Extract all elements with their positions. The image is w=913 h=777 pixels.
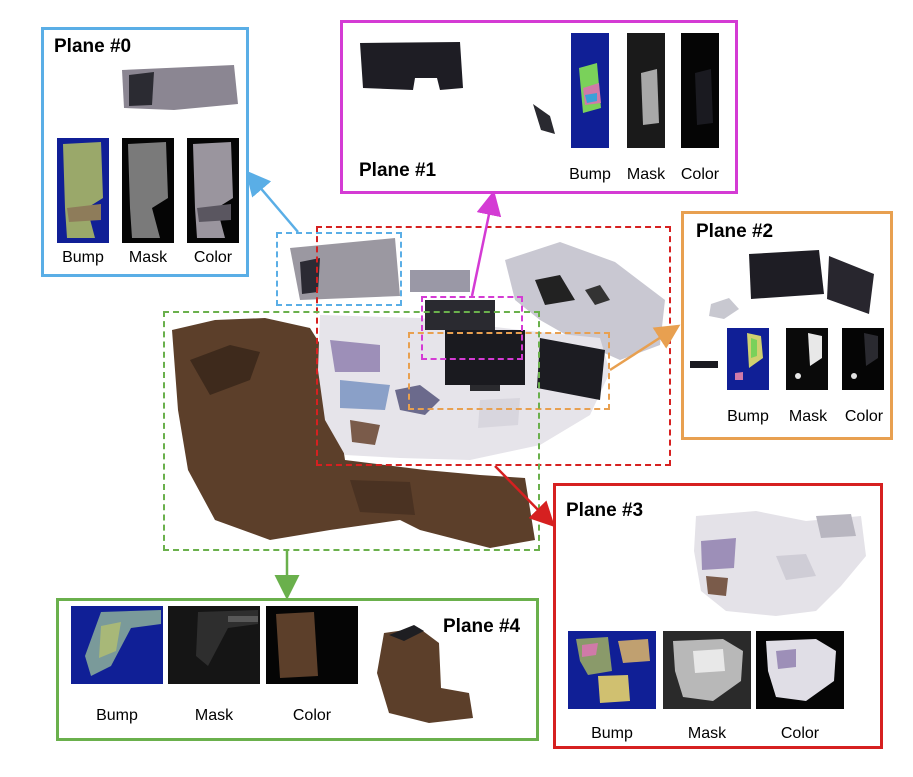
plane2-patch <box>709 250 874 319</box>
plane4-region-box <box>163 311 540 551</box>
scene-desk <box>318 315 610 460</box>
plane1-color-caption: Color <box>680 166 720 183</box>
plane4-panel: Bump Mask Color Plane #4 <box>56 598 539 741</box>
plane2-mask-thumb <box>786 328 828 390</box>
scene-monitor-right <box>537 338 605 400</box>
plane3-bump-caption: Bump <box>591 725 633 742</box>
plane4-bump-thumb <box>71 606 163 684</box>
plane2-title: Plane #2 <box>696 221 774 242</box>
plane3-mask-thumb <box>663 631 751 709</box>
plane0-mask-thumb <box>122 138 174 243</box>
scene-floor <box>172 318 535 548</box>
plane0-bump-thumb <box>57 138 109 243</box>
plane0-color-caption: Color <box>193 249 233 266</box>
plane1-panel: Plane #1 Bump Mask Color <box>340 20 738 194</box>
plane3-title: Plane #3 <box>566 500 644 521</box>
plane1-region-box <box>421 296 523 360</box>
plane3-mask-caption: Mask <box>687 725 727 742</box>
plane1-patch <box>360 42 555 134</box>
plane0-color-thumb <box>187 138 239 243</box>
plane0-mask-caption: Mask <box>128 249 168 266</box>
plane0-panel: Plane #0 Bump Mask Color <box>41 27 249 277</box>
plane2-color-thumb <box>842 328 884 390</box>
plane0-patch <box>122 65 238 110</box>
plane2-bump-caption: Bump <box>727 408 769 425</box>
plane2-mask-caption: Mask <box>788 408 828 425</box>
plane2-bump-thumb <box>727 328 769 390</box>
plane4-mask-thumb <box>168 606 260 684</box>
plane0-bump-caption: Bump <box>62 249 104 266</box>
plane3-color-caption: Color <box>780 725 820 742</box>
plane2-panel: Plane #2 Bump Mask Color <box>681 211 893 440</box>
plane3-patch <box>694 511 866 616</box>
plane3-bump-thumb <box>568 631 656 709</box>
plane0-title: Plane #0 <box>54 36 132 57</box>
plane2-region-box <box>408 332 610 410</box>
plane3-panel: Plane #3 Bump Mask Color <box>553 483 883 749</box>
plane4-title: Plane #4 <box>443 616 521 637</box>
plane1-title: Plane #1 <box>359 160 437 181</box>
plane2-small-patch <box>690 361 718 368</box>
plane1-bump-caption: Bump <box>569 166 611 183</box>
scene-monitor-left <box>445 330 525 385</box>
plane1-bump-thumb <box>571 33 609 148</box>
plane2-color-caption: Color <box>844 408 884 425</box>
plane4-mask-caption: Mask <box>194 707 234 724</box>
plane0-region-box <box>276 232 402 306</box>
plane4-color-thumb <box>266 606 358 684</box>
plane4-color-caption: Color <box>292 707 332 724</box>
plane1-mask-caption: Mask <box>626 166 666 183</box>
plane4-patch <box>377 625 473 723</box>
plane1-color-thumb <box>681 33 719 148</box>
plane4-bump-caption: Bump <box>96 707 138 724</box>
plane1-mask-thumb <box>627 33 665 148</box>
plane3-color-thumb <box>756 631 844 709</box>
